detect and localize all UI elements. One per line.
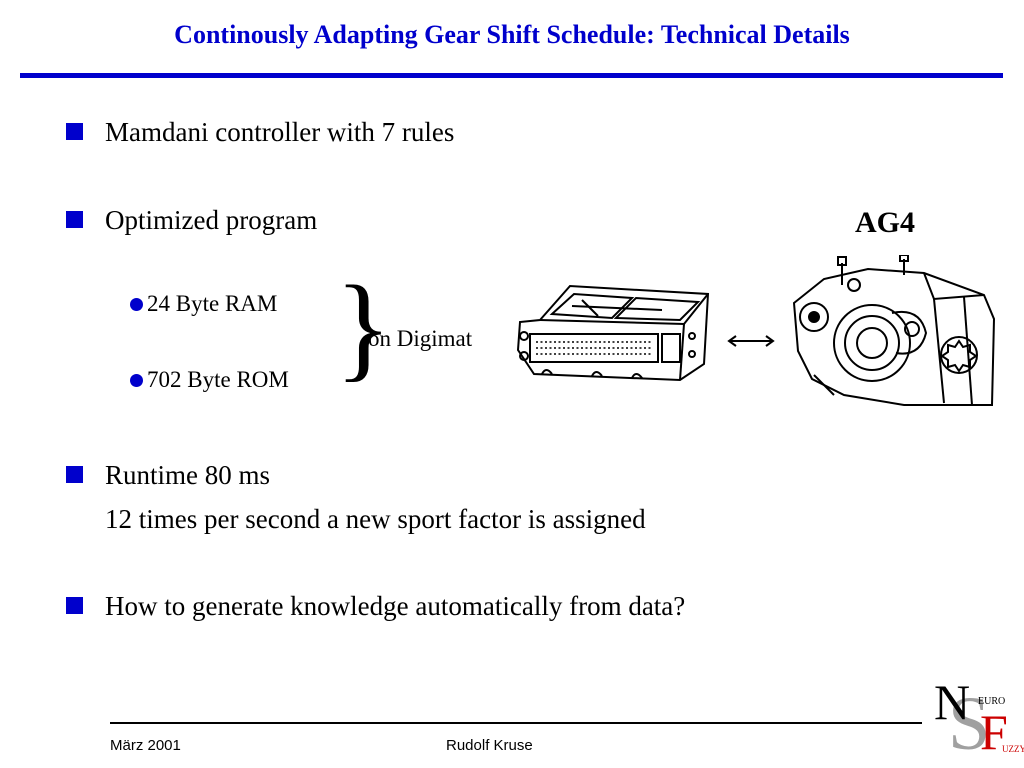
bullet-square-icon [66,211,83,228]
bullet-text-continuation: 12 times per second a new sport factor i… [105,504,646,534]
double-arrow-icon [727,335,775,347]
bullet-square-icon [66,597,83,614]
digimat-label: on Digimat [368,326,473,351]
bullet-dot-icon [130,298,143,311]
logo-text-euro: EURO [978,696,1006,707]
footer-date: März 2001 [110,737,181,754]
bullet-text: Mamdani controller with 7 rules [105,117,455,147]
logo-letter-s: S [948,682,991,766]
ag4-label: AG4 [855,206,915,239]
bullet-square-icon [66,466,83,483]
title-rule [20,73,1003,78]
bullet-text: Optimized program [105,205,318,235]
neuro-fuzzy-logo: S N EURO F UZZY [930,674,1024,768]
bullet-text: Runtime 80 ms [105,460,271,490]
sub-bullet-text: 24 Byte RAM [147,291,278,316]
slide-title: Continously Adapting Gear Shift Schedule… [174,20,850,49]
bullet-text: How to generate knowledge automatically … [105,591,686,621]
logo-text-uzzy: UZZY [1002,744,1024,754]
footer-rule [110,722,922,724]
footer-author: Rudolf Kruse [446,737,533,754]
logo-letter-n: N [934,674,971,730]
bullet-dot-icon [130,374,143,387]
control-unit-illustration [516,284,710,382]
bullet-square-icon [66,123,83,140]
curly-brace: } [335,261,392,392]
transmission-illustration [792,255,996,406]
sub-bullet-text: 702 Byte ROM [147,367,289,392]
logo-letter-f: F [980,704,1008,760]
